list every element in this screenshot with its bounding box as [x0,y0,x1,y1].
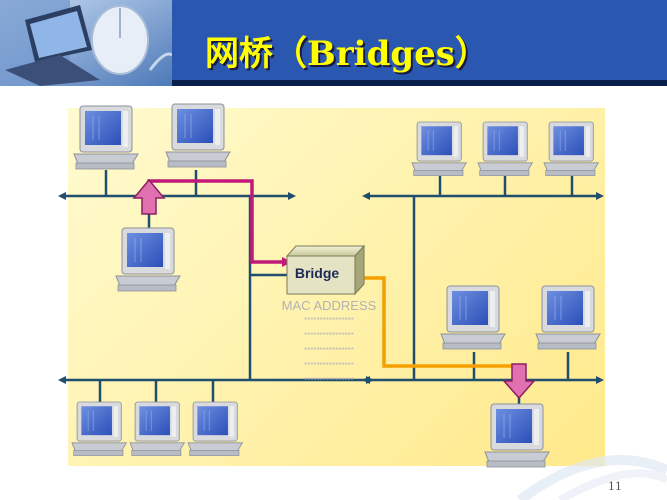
page-number: 11 [608,480,622,493]
arrow-down-icon [502,363,536,400]
laptop-mouse-photo-icon [0,0,172,86]
lan-buses [64,170,598,404]
computer-icon [440,285,506,350]
title-underline [172,80,667,86]
header-photo [0,0,172,86]
mac-table: **************** **************** ******… [304,316,354,385]
computer-icon [477,121,533,176]
path-orange [362,276,518,368]
mac-row: **************** [304,316,354,325]
mac-row: **************** [304,346,354,355]
computer-icon [71,401,127,456]
slide-title: 网桥（Bridges） [205,34,489,74]
computer-icon [129,401,185,456]
computer-icon [115,227,181,292]
title-band [172,0,667,80]
mac-row: **************** [304,361,354,370]
computer-icon [73,105,139,170]
computer-icon [543,121,599,176]
computer-icon [187,401,243,456]
mac-address-label: MAC ADDRESS [281,298,377,313]
computer-icon [484,403,550,468]
bridge-box-icon [285,244,366,296]
bridge-label: Bridge [294,265,340,281]
mac-row: **************** [304,376,354,385]
computer-icon [165,103,231,168]
slide-header: 网桥（Bridges） [0,0,667,86]
computer-icon [411,121,467,176]
mac-row: **************** [304,331,354,340]
computer-icon [535,285,601,350]
arrow-up-icon [132,178,166,215]
